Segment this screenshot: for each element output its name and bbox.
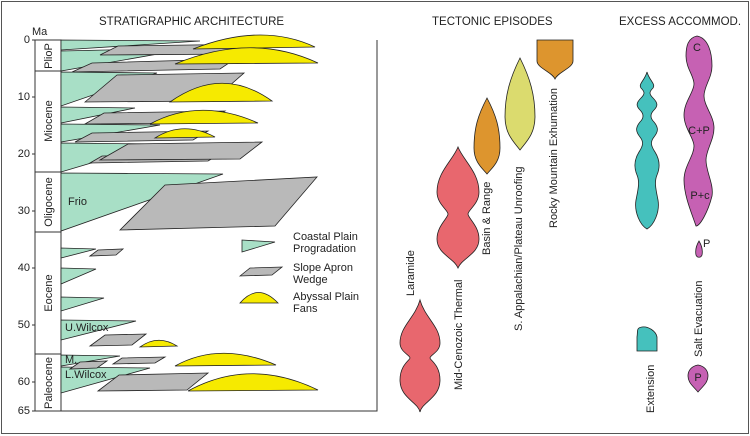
slope-wedge [68,360,109,370]
legend-slope-line1: Slope Apron [293,262,353,274]
abyssal-fan [174,352,277,367]
extension-upper-shape [634,71,660,230]
stratigraphic-header: STRATIGRAPHIC ARCHITECTURE [99,16,284,28]
abyssal-fan [153,128,216,139]
coastal-wedge [60,366,151,394]
coastal-wedge [60,106,136,124]
slope-wedge [88,248,125,257]
label-extension: Extension [645,365,657,413]
abyssal-fan [168,82,274,103]
legend-abyssal-line2: Fans [293,303,318,315]
tick-20: 20 [18,148,30,160]
label-laramide: Laramide [405,250,417,296]
rocky-mountain-exhumation-shape [536,39,574,81]
tick-50: 50 [18,319,30,331]
legend-coastal-line1: Coastal Plain [293,231,358,243]
legend-swatch-slope [238,266,284,277]
abyssal-fan [187,373,319,392]
label-mid-cenozoic-thermal: Mid-Cenozoic Thermal [453,280,465,390]
salt-code-p-bottom: P [694,372,701,384]
axis-unit: Ma [32,26,48,38]
salt-evacuation-p-bottom-shape [687,364,709,393]
epoch-paleocene: Paleocene [43,357,55,409]
abyssal-fan [174,47,319,65]
slope-wedge [96,372,210,392]
laramide-shape [399,298,441,413]
legend-coastal-line2: Progradation [293,243,356,255]
basin-range-shape [473,97,501,175]
salt-evacuation-p-small-shape [695,240,703,258]
coastal-wedge [60,247,97,259]
legend-swatch-coastal [241,239,276,253]
coastal-wedge [60,267,97,285]
unit-labels: Frio U.Wilcox M. L.Wilcox [65,196,109,381]
salt-code-p-small: P [703,238,710,250]
slope-wedge [111,356,167,365]
epoch-pliop: PlioP [43,43,55,69]
tick-0: 0 [24,34,30,46]
salt-code-c: C [693,42,701,54]
legend-abyssal-line1: Abyssal Plain [293,291,359,303]
label-basin-range: Basin & Range [481,182,493,255]
age-ticks: 0 10 20 30 40 50 60 65 [18,34,30,417]
slope-wedge [88,333,148,347]
abyssal-fan [149,109,259,125]
epoch-oligocene: Oligocene [43,177,55,227]
unit-m: M. [65,354,77,366]
appalachian-unroofing-shape [504,57,536,151]
unit-l-wilcox: L.Wilcox [65,369,107,381]
tick-10: 10 [18,91,30,103]
tick-30: 30 [18,205,30,217]
tick-65: 65 [18,405,30,417]
salt-evacuation-upper-shape [683,35,715,227]
mid-cenozoic-thermal-shape [436,145,480,270]
abyssal-fan [192,34,316,50]
salt-code-c-plus-p: C+P [688,125,710,137]
abyssal-fan [138,339,179,348]
tick-40: 40 [18,262,30,274]
epoch-eocene: Eocene [43,274,55,311]
slope-wedge [98,141,264,161]
label-rocky-mountain-exhumation: Rocky Mountain Exhumation [548,88,560,228]
unit-frio: Frio [68,196,87,208]
epoch-column: PlioP Miocene Oligocene Eocene Paleocene [34,39,62,412]
unit-u-wilcox: U.Wilcox [65,322,109,334]
coastal-wedge [60,296,105,312]
tectonic-labels: Laramide Mid-Cenozoic Thermal Basin & Ra… [405,88,560,390]
tectonic-header: TECTONIC EPISODES [432,16,553,28]
coastal-wedge [60,319,137,341]
abyssal-fans [138,34,319,392]
salt-code-p-plus-c: P+c [690,190,710,202]
excess-labels: C C+P P+c P P Extension Salt Evacuation [645,42,710,413]
label-appalachian-unroofing: S. Appalachian/Plateau Unroofing [513,166,525,331]
coastal-wedge [60,354,121,367]
excess-shapes [634,35,715,393]
extension-lower-shape [636,326,658,352]
legend-slope-line2: Wedge [293,274,328,286]
label-salt-evacuation: Salt Evacuation [693,281,705,357]
tick-60: 60 [18,376,30,388]
epoch-miocene: Miocene [43,100,55,142]
legend-swatch-abyssal [239,292,279,304]
excess-header: EXCESS ACCOMMOD. [619,16,741,28]
legend: Coastal Plain Progradation Slope Apron W… [238,231,359,315]
tectonic-shapes [399,39,574,413]
slope-wedge [119,176,318,231]
